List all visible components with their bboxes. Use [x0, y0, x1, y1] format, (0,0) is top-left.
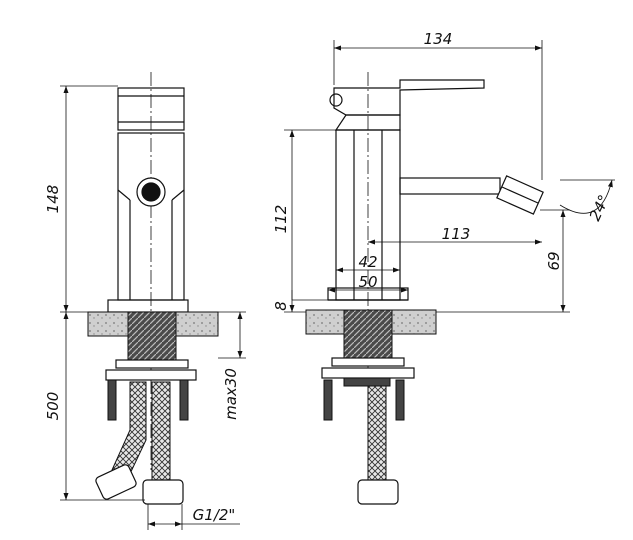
dim-max30: max30	[222, 368, 240, 420]
side-hose-nut	[357, 479, 399, 505]
side-washer	[331, 357, 405, 367]
side-nut	[321, 367, 415, 379]
front-stud-left	[107, 379, 117, 421]
front-stud-right	[179, 379, 189, 421]
outlet-hole	[141, 182, 161, 202]
front-hose-nut-right	[142, 479, 184, 505]
dim-thread: G1/2"	[193, 506, 236, 524]
dim-148: 148	[44, 185, 62, 214]
side-clamp	[343, 377, 391, 387]
lever-handle	[333, 79, 485, 116]
dim-50: 50	[358, 273, 377, 291]
dim-8: 8	[272, 301, 290, 311]
dimension-lines	[60, 40, 615, 530]
dim-112: 112	[272, 205, 290, 234]
dim-69: 69	[545, 251, 563, 270]
front-washer	[115, 359, 189, 369]
front-hose-right	[151, 381, 171, 483]
spout	[399, 177, 501, 195]
front-nut	[105, 369, 197, 381]
dim-134: 134	[424, 30, 453, 48]
front-hose-nut-left	[95, 464, 137, 500]
side-threaded-stud	[343, 309, 393, 361]
dim-113: 113	[442, 225, 471, 243]
front-threaded-stud	[127, 311, 177, 363]
side-view	[327, 72, 544, 470]
side-hose	[367, 385, 387, 483]
dim-42: 42	[358, 253, 377, 271]
lever-pivot	[329, 93, 343, 107]
front-hose-left	[111, 381, 147, 479]
front-flange	[107, 299, 189, 313]
side-stud-left	[323, 379, 333, 421]
side-stud-right	[395, 379, 405, 421]
dim-500: 500	[44, 392, 62, 421]
dim-24-degree: 24°	[586, 192, 614, 224]
nozzle	[496, 175, 544, 215]
front-view	[107, 72, 189, 470]
